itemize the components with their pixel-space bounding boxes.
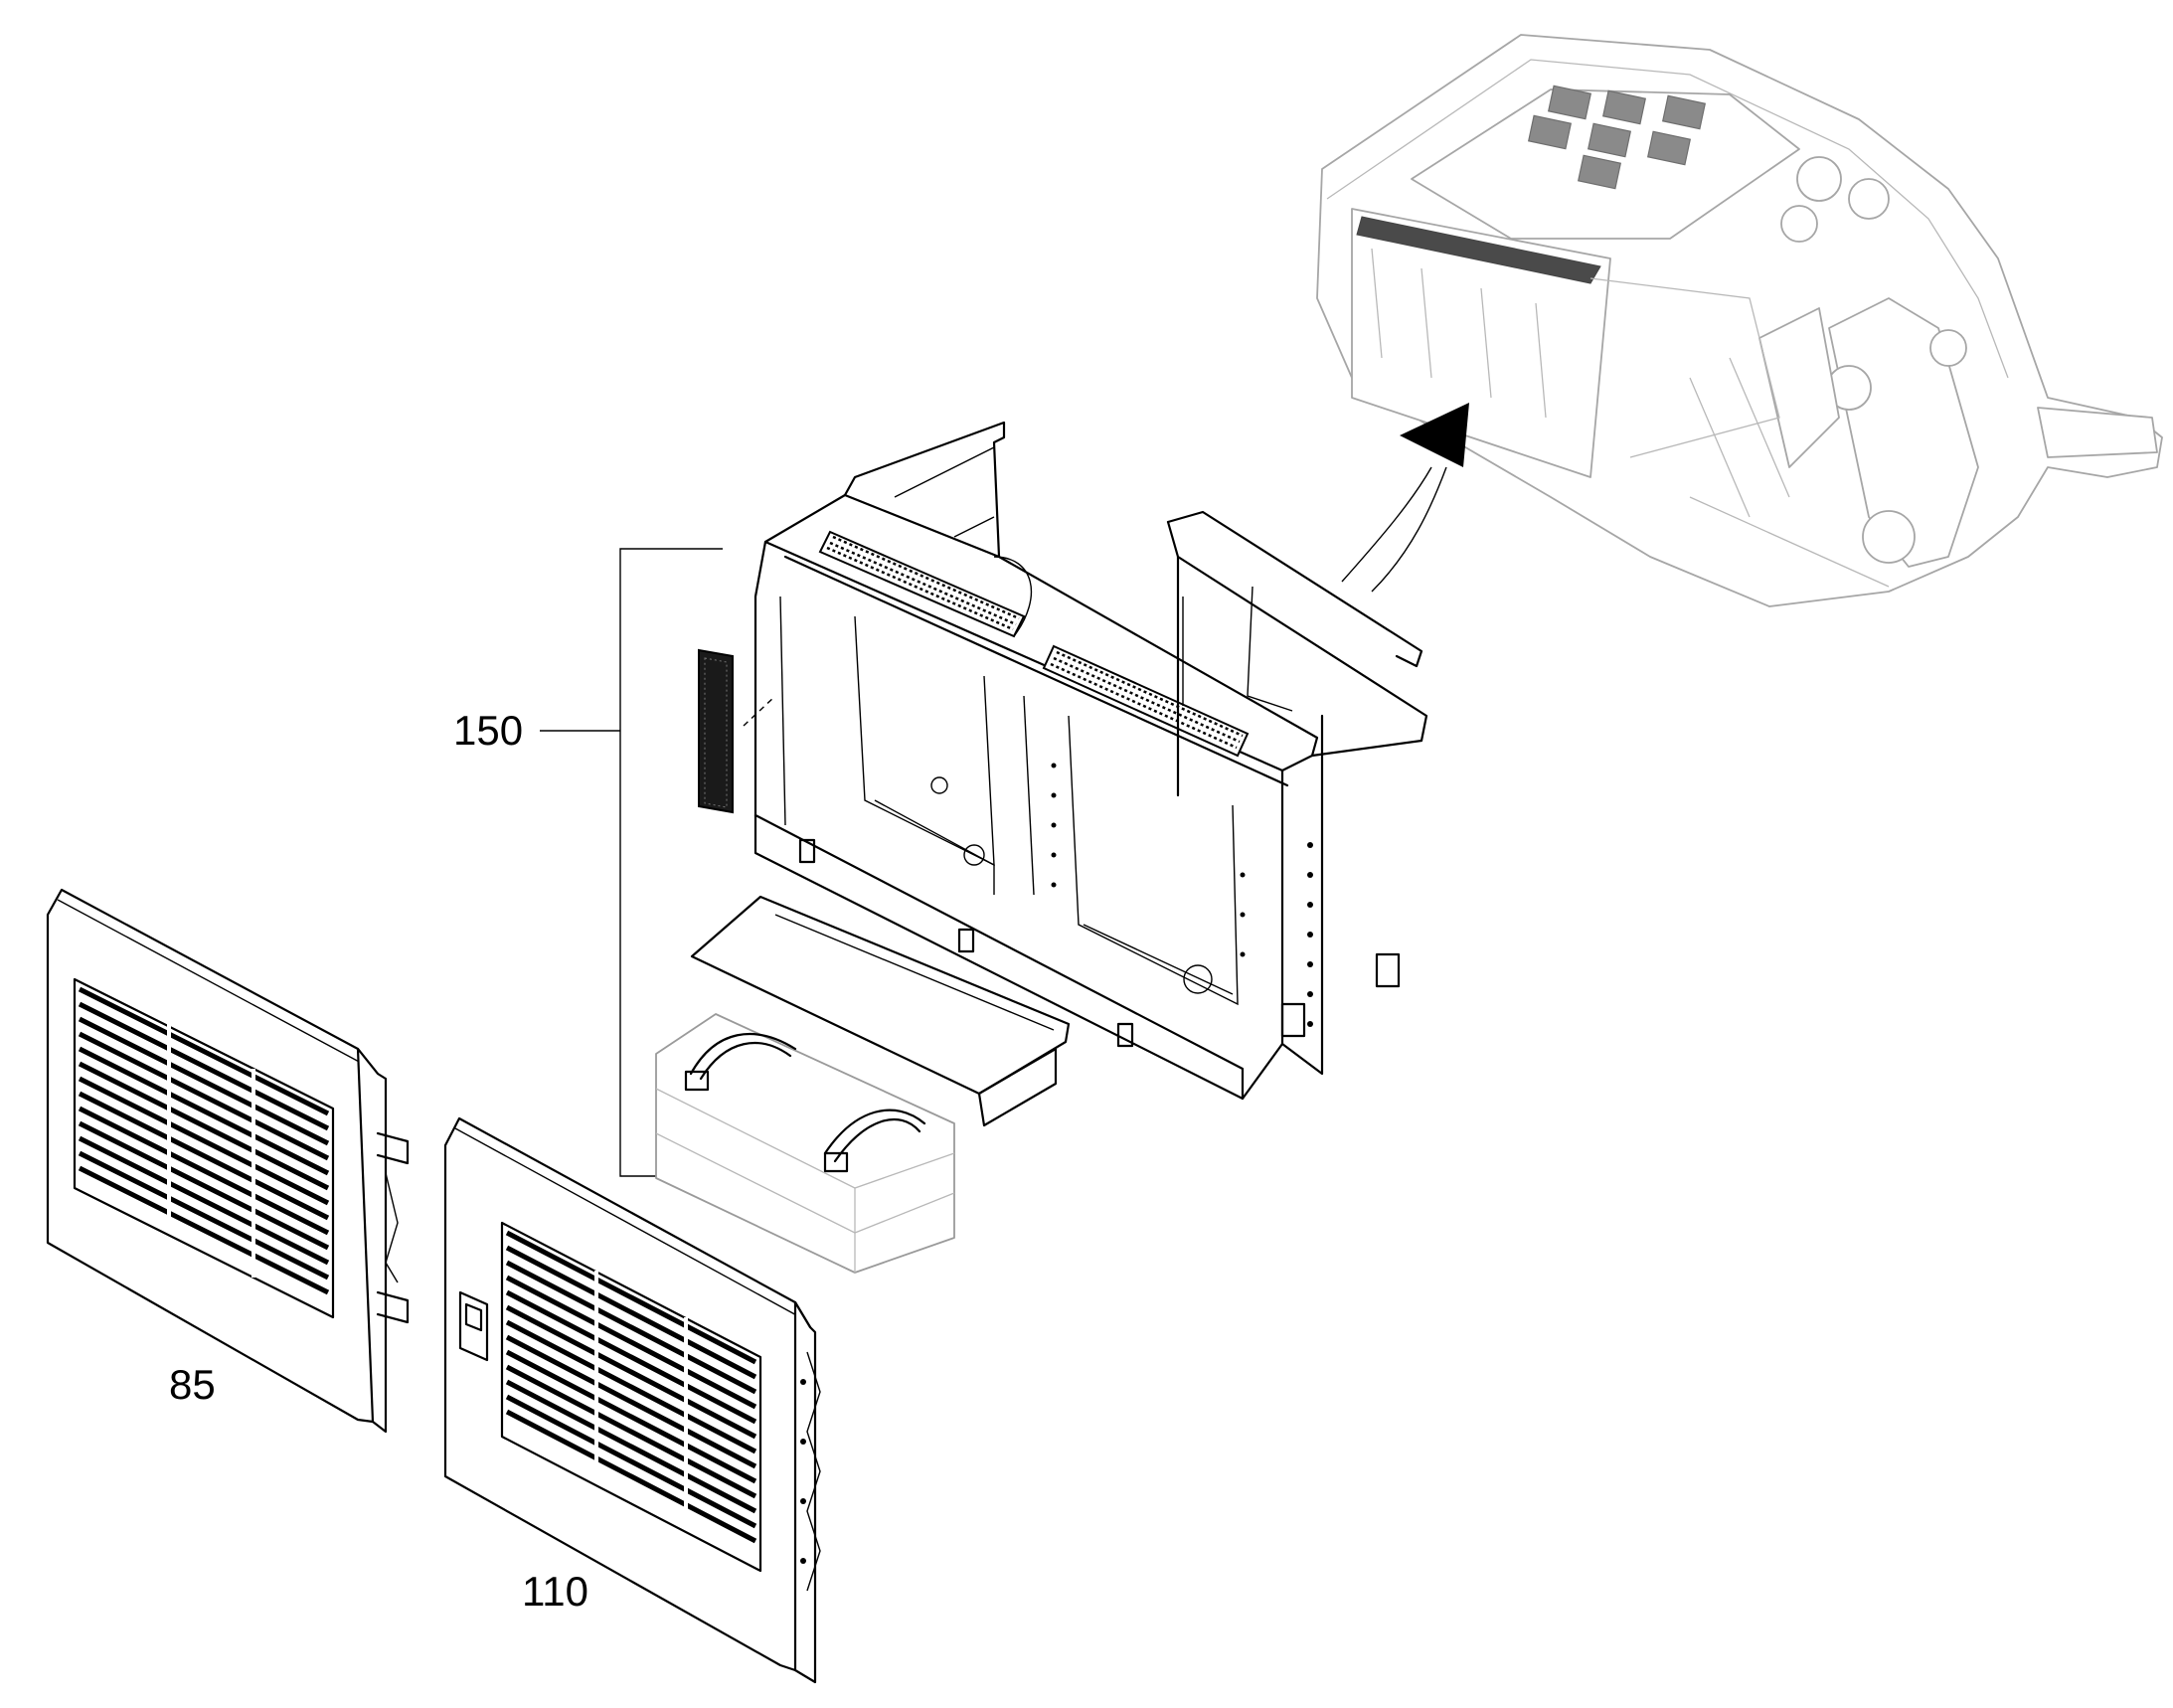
battery-box-ghost bbox=[655, 1013, 955, 1274]
assembly-bracket-150 bbox=[540, 548, 723, 1177]
callout-85: 85 bbox=[169, 1361, 216, 1408]
left-door-grille bbox=[73, 977, 335, 1319]
callout-110: 110 bbox=[522, 1568, 588, 1615]
top-vent-grille-right bbox=[1042, 644, 1250, 758]
right-door-grille bbox=[500, 1221, 762, 1573]
callout-150: 150 bbox=[453, 707, 524, 754]
right-door-panel bbox=[443, 1116, 821, 1684]
left-door-panel bbox=[46, 888, 410, 1434]
location-arrow bbox=[1341, 403, 1469, 593]
machine-overview-ghost bbox=[1316, 34, 2163, 607]
cover-plate bbox=[690, 895, 1071, 1127]
main-frame-assembly bbox=[753, 421, 1428, 1101]
side-vent-panel bbox=[698, 648, 776, 814]
top-vent-grille-left bbox=[818, 530, 1026, 638]
door-latch bbox=[458, 1290, 489, 1362]
